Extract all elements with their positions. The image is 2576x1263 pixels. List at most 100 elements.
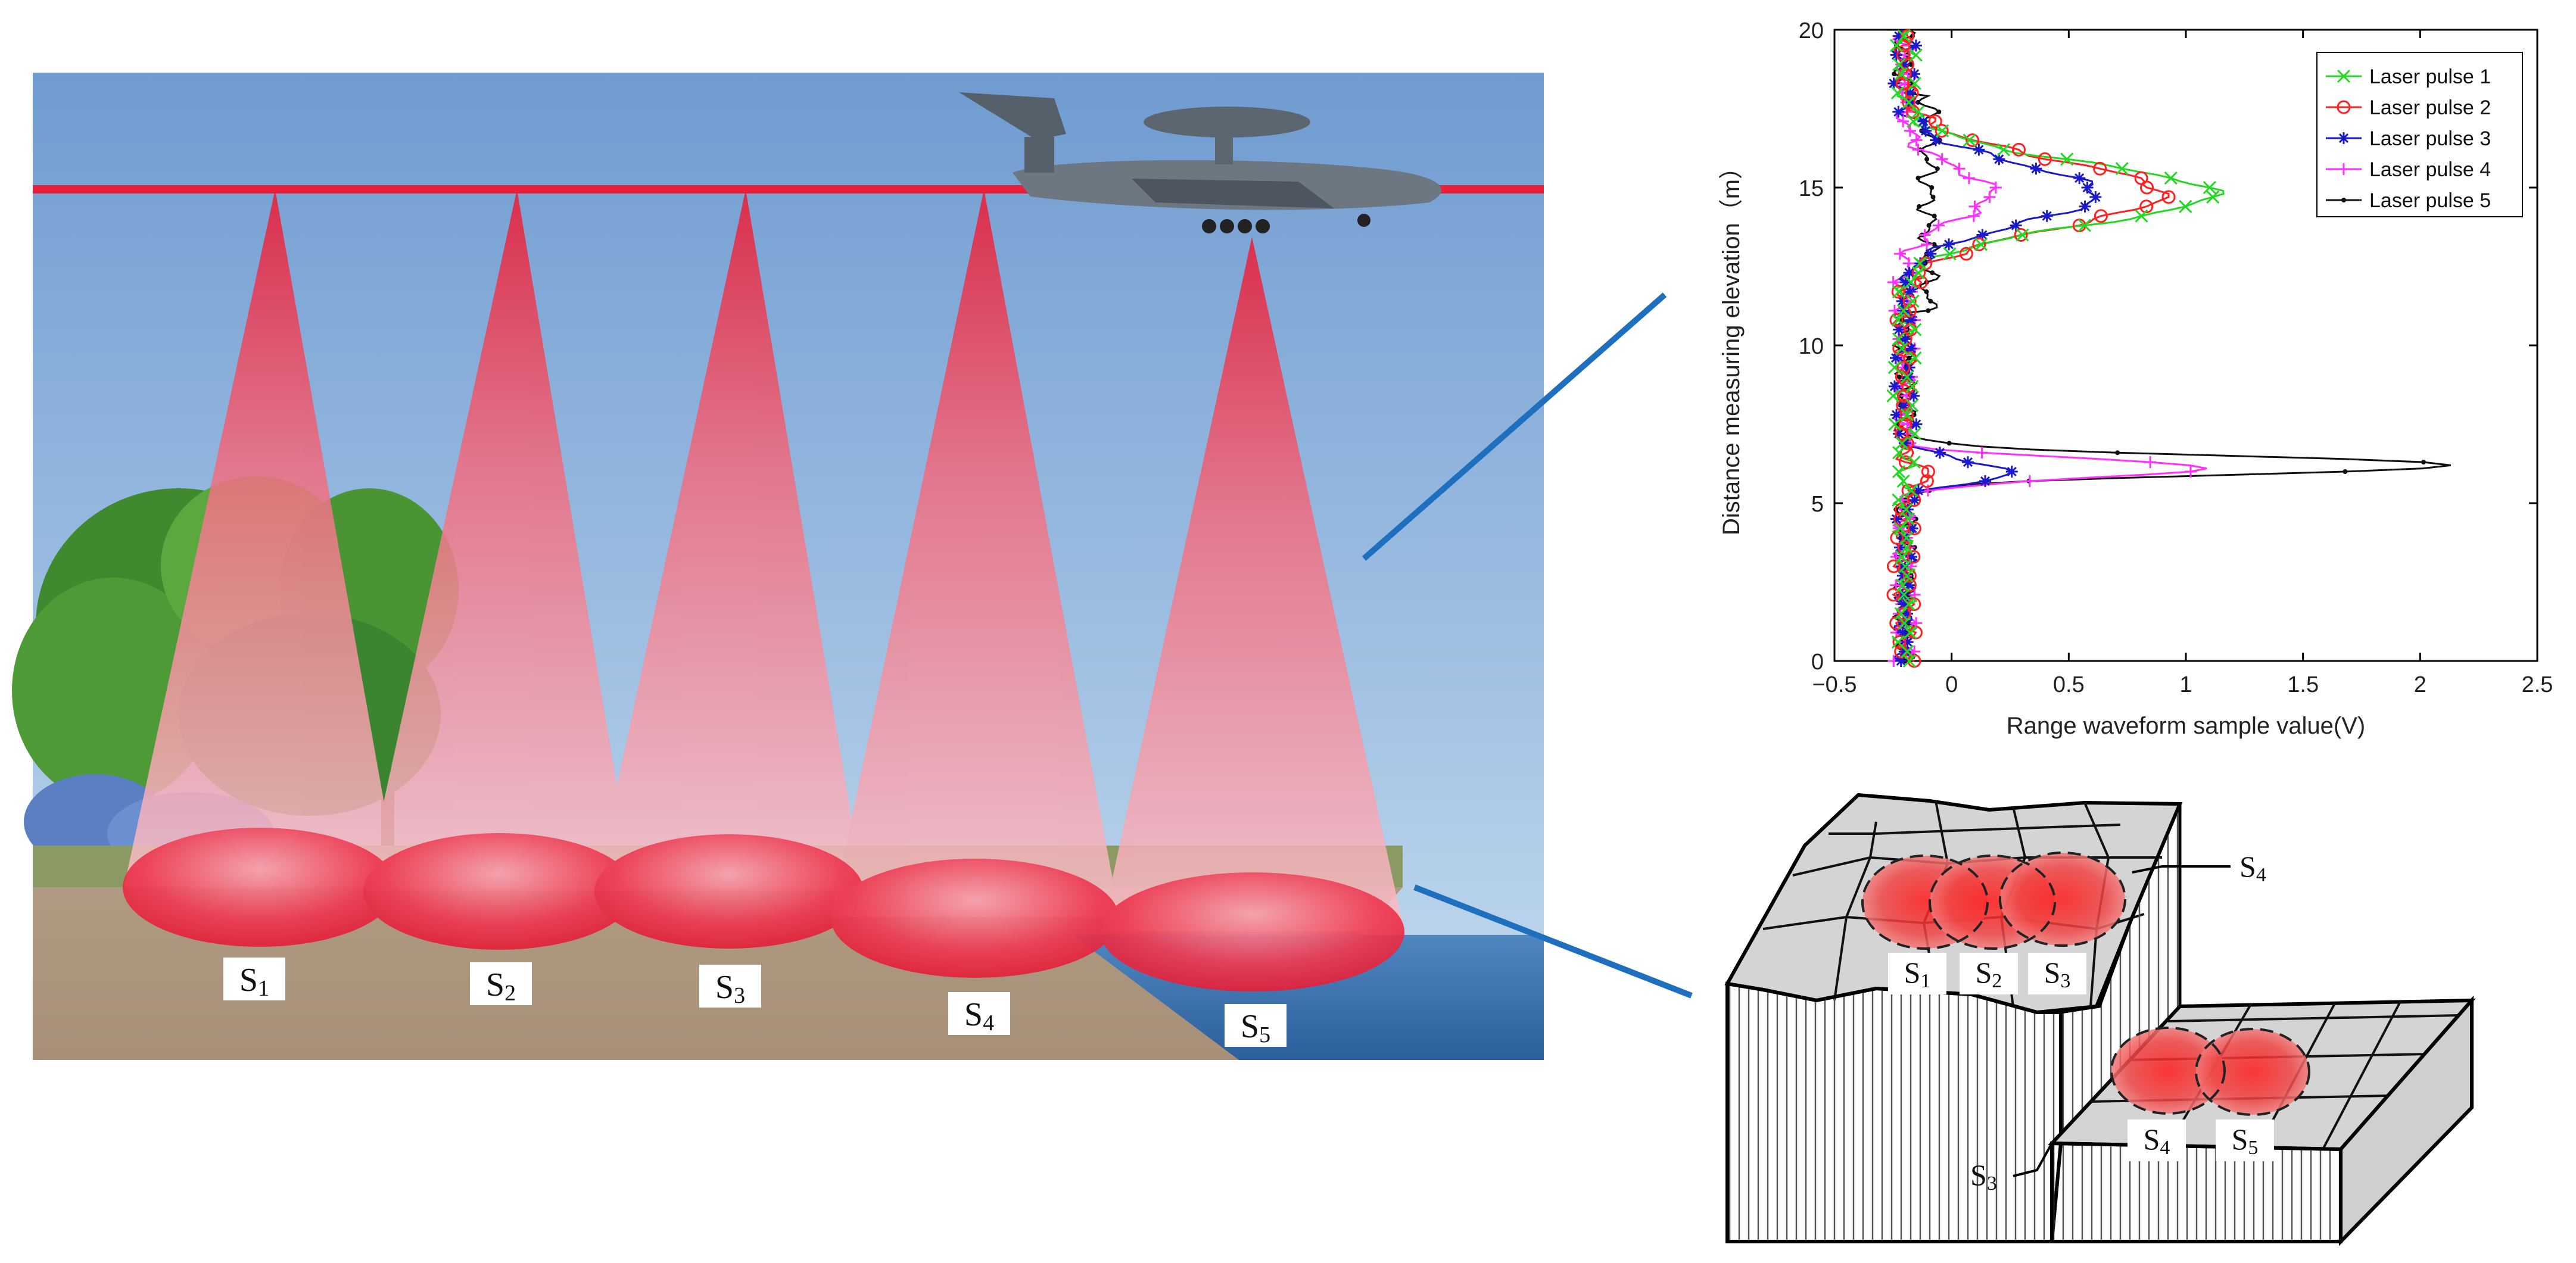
chart-marker: [1912, 484, 1924, 497]
chart-marker: [2343, 469, 2348, 474]
svg-text:S2: S2: [1976, 956, 2002, 992]
chart-marker: [2060, 152, 2074, 166]
chart-marker: [2073, 172, 2086, 185]
x-tick-label: −0.5: [1812, 672, 1857, 697]
chart-marker: [1892, 446, 1906, 460]
chart-marker: [1930, 270, 1935, 276]
legend-label: Laser pulse 3: [2369, 127, 2491, 150]
chart-marker: [2081, 182, 2094, 194]
airborne-lidar-scene: S1 S2 S3 S4 S5: [12, 73, 1544, 1060]
chart-marker: [1895, 342, 1908, 355]
chart-marker: [1907, 114, 1920, 128]
chart-marker: [1890, 49, 1902, 61]
chart-marker: [1896, 578, 1910, 592]
chart-marker: [1907, 456, 1921, 469]
chart-marker: [1943, 238, 1955, 251]
chart-marker: [1935, 124, 1949, 138]
chart-marker: [1887, 361, 1901, 375]
chart-marker: [1934, 447, 1946, 459]
block-label-s4-lower: S4: [2128, 1119, 2186, 1161]
chart-marker: [1926, 223, 1932, 228]
chart-marker: [1896, 588, 1909, 601]
chart-marker: [1892, 58, 1906, 71]
chart-marker: [1888, 417, 1902, 431]
svg-text:S1: S1: [1904, 956, 1931, 992]
y-tick-label: 10: [1799, 334, 1824, 359]
footprint-1: [123, 828, 397, 947]
chart-marker: [1900, 29, 1914, 43]
chart-marker: [2203, 180, 2216, 195]
chart-marker: [2206, 190, 2220, 204]
chart-marker: [1907, 521, 1921, 535]
chart-marker: [2115, 450, 2120, 456]
chart-marker: [1904, 124, 1916, 137]
chart-marker: [1893, 248, 1906, 260]
chart-marker: [1900, 445, 1914, 460]
chart-marker: [1889, 352, 1902, 364]
x-tick-label: 2.5: [2522, 672, 2553, 697]
x-tick-label: 0: [1945, 672, 1958, 697]
chart-marker: [2341, 198, 2346, 202]
x-tick-label: 1: [2179, 672, 2192, 697]
chart-marker: [1920, 474, 1934, 488]
chart-marker: [2115, 162, 2129, 176]
chart-marker: [2030, 163, 2042, 175]
svg-text:S3: S3: [715, 969, 745, 1008]
x-axis-label: Range waveform sample value(V): [2007, 713, 2365, 739]
chart-marker: [1899, 333, 1911, 345]
callout-line-s3: [2013, 1143, 2053, 1177]
chart-marker: [1895, 560, 1908, 572]
legend-label: Laser pulse 1: [2369, 66, 2491, 88]
chart-marker: [1906, 592, 1911, 597]
chart-marker: [1898, 645, 1911, 658]
chart-marker: [1932, 213, 1937, 219]
svg-text:S1: S1: [239, 962, 269, 1001]
chart-marker: [1903, 267, 1915, 279]
chart-marker: [1895, 436, 1909, 450]
chart-marker: [2135, 209, 2148, 223]
callout-line-s4: [2132, 865, 2231, 874]
block-footprints-lower: [2110, 1027, 2310, 1116]
chart-marker: [1897, 29, 1911, 43]
chart-marker: [1895, 655, 1907, 667]
svg-text:S4: S4: [2239, 850, 2266, 886]
chart-marker: [1924, 248, 1937, 260]
chart-marker: [1898, 455, 1912, 469]
chart-marker: [1886, 559, 1901, 573]
chart-marker: [1887, 77, 1900, 90]
chart-marker: [2338, 132, 2350, 144]
chart-marker: [2184, 466, 2197, 478]
svg-text:S5: S5: [1241, 1008, 1270, 1047]
chart-marker: [1896, 295, 1908, 307]
chart-marker: [1905, 342, 1917, 355]
chart-marker: [1901, 636, 1914, 648]
block-label-s2: S2: [1960, 953, 2018, 994]
chart-marker: [1898, 67, 1912, 81]
chart-marker: [1908, 62, 1914, 67]
chart-marker: [1907, 550, 1921, 564]
chart-marker: [1913, 257, 1927, 270]
chart-marker: [1908, 389, 1920, 402]
chart-marker: [1973, 144, 1985, 156]
block-callout-s4: S4: [2239, 850, 2266, 886]
svg-text:S4: S4: [2144, 1122, 2170, 1159]
chart-marker: [1890, 86, 1904, 100]
chart-marker: [1899, 531, 1914, 545]
footprint-label-4: S4: [948, 992, 1010, 1036]
chart-marker: [1889, 313, 1904, 328]
chart-marker: [1961, 456, 1974, 469]
chart-marker: [1906, 522, 1918, 535]
chart-marker: [1912, 144, 1924, 156]
chart-marker: [1908, 427, 1921, 441]
svg-text:S3: S3: [1970, 1158, 1997, 1195]
chart-marker: [1893, 522, 1907, 535]
chart-marker: [1891, 313, 1905, 327]
chart-marker: [2337, 100, 2351, 114]
footprint-label-3: S3: [699, 965, 761, 1008]
chart-marker: [2179, 199, 2192, 213]
chart-marker: [1892, 332, 1905, 346]
chart-marker: [1899, 437, 1911, 450]
chart-marker: [1972, 237, 1986, 251]
